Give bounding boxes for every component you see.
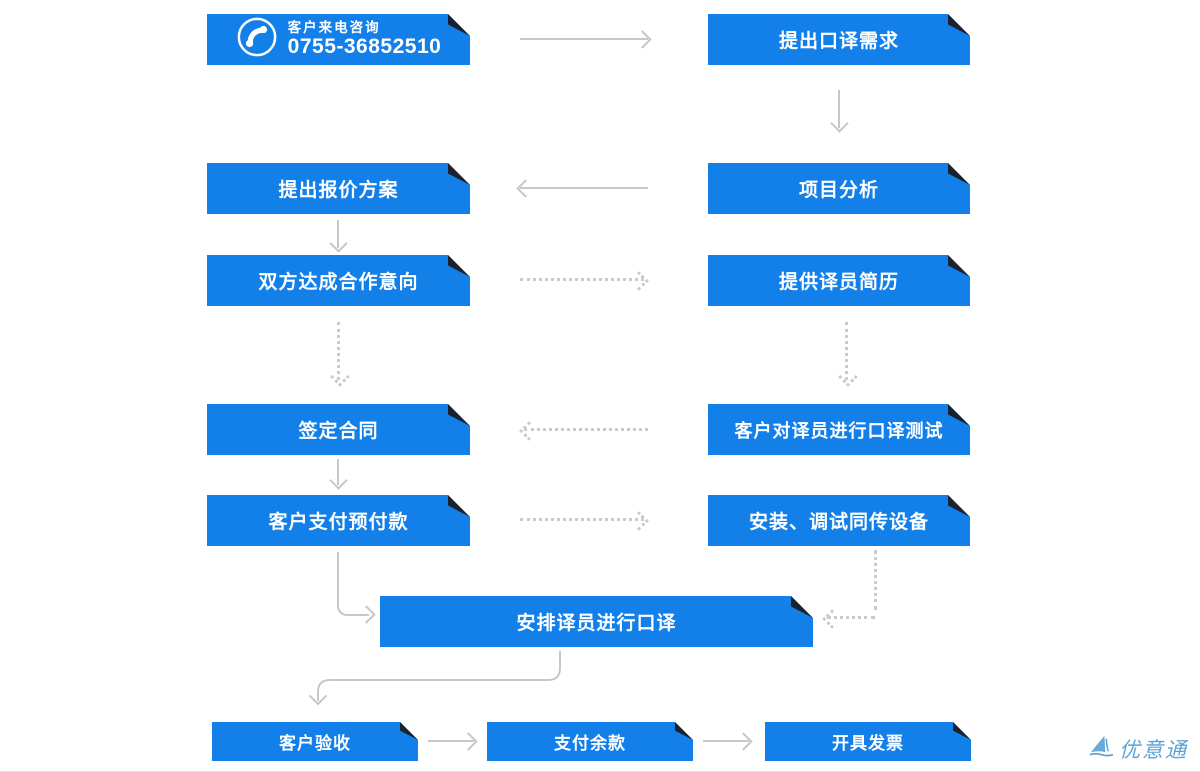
flow-node-analysis: 项目分析 <box>708 163 970 214</box>
arrow-call-to-demand <box>520 38 648 40</box>
arrow-prepay-to-equipment-dotted <box>520 518 644 521</box>
flow-node-quote: 提出报价方案 <box>207 163 470 214</box>
flow-node-contract: 签定合同 <box>207 404 470 455</box>
node-label: 提出报价方案 <box>278 180 399 201</box>
node-label: 客户支付预付款 <box>268 512 409 533</box>
sailboat-icon <box>1088 734 1115 764</box>
node-label: 提供译员简历 <box>778 272 899 293</box>
flow-node-prepay: 客户支付预付款 <box>207 495 470 546</box>
arrow-equipment-to-arrange-dotted-vertical <box>874 550 877 610</box>
node-label: 双方达成合作意向 <box>258 272 419 293</box>
node-label: 提出口译需求 <box>778 31 899 52</box>
node-label: 开具发票 <box>832 734 904 753</box>
arrow-acceptance-to-balance <box>428 740 474 742</box>
node-label: 客户对译员进行口译测试 <box>734 420 944 441</box>
flow-node-customer-call: 客户来电咨询 0755-36852510 <box>207 14 470 65</box>
arrow-agreement-to-contract-dotted <box>337 322 340 380</box>
flow-node-acceptance: 客户验收 <box>212 722 418 761</box>
arrow-balance-to-invoice <box>703 740 749 742</box>
arrow-resume-to-test-dotted <box>845 322 848 380</box>
call-title: 客户来电咨询 <box>287 19 381 35</box>
arrow-agreement-to-resume-dotted <box>520 278 644 281</box>
arrow-arrange-to-acceptance-elbow <box>300 650 580 712</box>
node-label: 项目分析 <box>798 180 879 201</box>
node-label: 签定合同 <box>298 421 379 442</box>
node-label: 安排译员进行口译 <box>516 613 677 634</box>
arrow-prepay-to-arrange-elbow <box>337 552 369 616</box>
arrow-test-to-contract-dotted <box>524 428 648 431</box>
node-label: 安装、调试同传设备 <box>748 512 929 533</box>
flow-node-equipment: 安装、调试同传设备 <box>708 495 970 546</box>
call-phone-number: 0755-36852510 <box>287 35 442 59</box>
call-box-content: 客户来电咨询 0755-36852510 <box>236 16 442 64</box>
flow-node-agreement: 双方达成合作意向 <box>207 255 470 306</box>
call-box-text: 客户来电咨询 0755-36852510 <box>288 20 442 60</box>
arrow-analysis-to-quote <box>520 187 648 189</box>
node-label: 客户验收 <box>279 734 351 753</box>
flow-node-arrange-interpreter: 安排译员进行口译 <box>380 596 813 647</box>
flow-node-balance-payment: 支付余款 <box>487 722 693 761</box>
flow-node-resume: 提供译员简历 <box>708 255 970 306</box>
flow-node-interpreter-test: 客户对译员进行口译测试 <box>708 404 970 455</box>
flow-node-demand: 提出口译需求 <box>708 14 970 65</box>
arrow-quote-to-agreement <box>337 220 339 248</box>
phone-icon <box>236 16 278 64</box>
node-label: 支付余款 <box>554 734 626 753</box>
arrow-contract-to-prepay <box>337 459 339 485</box>
arrow-demand-to-analysis <box>838 90 840 128</box>
brand-logo: 优意通 <box>1088 734 1188 764</box>
arrow-equipment-to-arrange-dotted-horizontal <box>827 616 875 619</box>
flow-node-invoice: 开具发票 <box>765 722 971 761</box>
brand-logo-text: 优意通 <box>1119 738 1188 762</box>
